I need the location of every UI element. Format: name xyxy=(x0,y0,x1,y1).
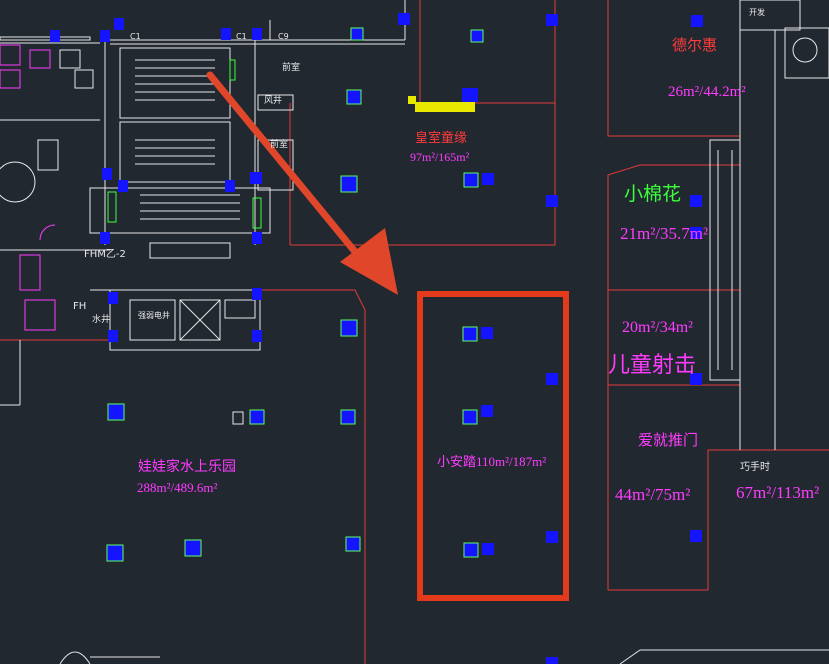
annotation-front-room-a: 前室 xyxy=(282,63,301,73)
unit-area-aijiu: 44m²/75m² xyxy=(615,485,691,504)
unit-area-waterpark: 288m²/489.6m² xyxy=(137,480,218,495)
yellow-pipe xyxy=(408,96,475,112)
annotation-c9: C9 xyxy=(278,32,289,41)
unit-name-cotton: 小棉花 xyxy=(624,183,682,205)
annotation-shaft: 风井 xyxy=(264,96,283,106)
unit-area-cotton: 21m²/35.7m² xyxy=(620,224,709,243)
unit-area-derhui: 26m²/44.2m² xyxy=(668,84,746,100)
annotation-c1-b: C1 xyxy=(236,32,247,41)
door-swings xyxy=(39,59,262,241)
annotation-fhm: FHM乙-2 xyxy=(84,249,126,260)
annotation-water-shaft: 水井 xyxy=(92,315,111,325)
annotation-c1-a: C1 xyxy=(130,32,141,41)
annotation-front-room-b: 前室 xyxy=(270,140,289,150)
pointer-arrow xyxy=(206,71,398,295)
unit-name-waterpark: 娃娃家水上乐园 xyxy=(138,459,236,475)
highlight-box xyxy=(417,291,569,601)
annotation-fh: FH xyxy=(73,301,87,312)
unit-area-shooting: 20m²/34m² xyxy=(622,319,693,336)
highlighted-unit-label: 小安踏110m²/187m² xyxy=(437,454,547,469)
unit-name-aijiu: 爱就推门 xyxy=(638,431,699,449)
unit-name-derhui: 德尔惠 xyxy=(672,36,718,54)
annotation-elec-shaft: 强弱电井 xyxy=(138,311,170,320)
unit-area-qiaoshou: 67m²/113m² xyxy=(736,483,820,502)
annotation-corner: 开发 xyxy=(749,8,765,17)
unit-name-qiaoshou: 巧手时 xyxy=(740,462,770,473)
stair-treads xyxy=(135,59,240,220)
unit-area-royal: 97m²/165m² xyxy=(410,150,470,164)
device-markers xyxy=(50,13,703,664)
unit-name-shooting: 儿童射击 xyxy=(608,353,697,378)
unit-name-royal: 皇室童缘 xyxy=(415,131,468,146)
